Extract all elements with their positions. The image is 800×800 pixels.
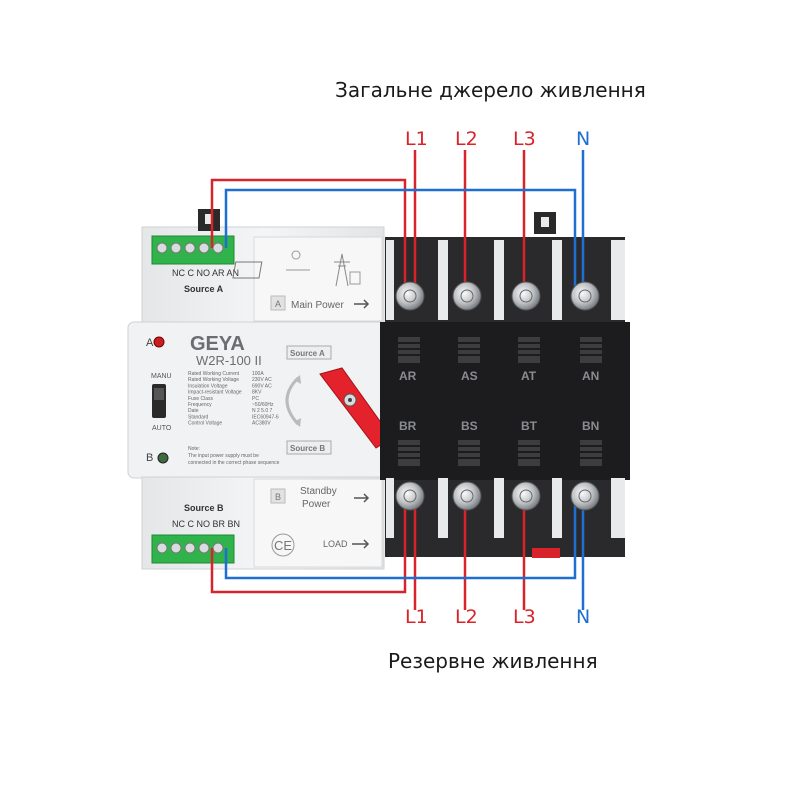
note-line-1: The input power supply must be xyxy=(188,453,259,459)
spec-value: 8KV xyxy=(252,390,262,396)
indicator-b-label: B xyxy=(146,452,153,464)
spec-value: 230V AC xyxy=(252,377,272,383)
wire-control-a-phase xyxy=(210,178,407,295)
spec-value: PC xyxy=(252,396,259,402)
spec-value: N 2 5.0 7 xyxy=(252,408,273,414)
load-label: LOAD xyxy=(323,539,348,549)
standby-letter: B xyxy=(275,492,281,502)
wire-control-a-neutral xyxy=(224,188,577,295)
control-housing xyxy=(127,226,387,570)
indicator-b-led xyxy=(157,452,169,464)
spec-name: Rated Working Current xyxy=(188,371,240,377)
terminal-a-pins: NC C NO AR AN xyxy=(172,268,239,278)
phase-label-bottom-l1: L1 xyxy=(405,606,428,628)
arrow-right-icon xyxy=(352,539,370,549)
spec-name: Frequency xyxy=(188,402,212,408)
spec-name: Control Voltage xyxy=(188,421,222,427)
terminal-screws-top xyxy=(395,281,600,311)
pole-label-br: BR xyxy=(399,419,417,433)
terminal-screws-bottom xyxy=(395,481,600,511)
arrow-right-icon xyxy=(354,299,370,309)
transfer-handle[interactable] xyxy=(319,367,393,449)
ce-mark-icon xyxy=(271,533,295,557)
standby-label-2: Power xyxy=(302,499,331,510)
spec-name: Insulation Voltage xyxy=(188,383,228,389)
phase-label-top-l1: L1 xyxy=(405,128,428,150)
standby-label-1: Standby xyxy=(300,486,337,497)
source-a-tag: Source A xyxy=(290,349,325,358)
spec-value: ~50/60Hz xyxy=(252,402,274,408)
wire-control-b-phase xyxy=(210,495,407,594)
main-power-letter: A xyxy=(275,299,281,309)
main-power-label: Main Power xyxy=(291,300,344,311)
pole-label-as: AS xyxy=(461,369,478,383)
mode-manu-label: MANU xyxy=(151,373,172,380)
ce-mark: CE xyxy=(274,538,292,553)
arrow-right-icon xyxy=(354,493,370,503)
spec-value: IEC60947-6 xyxy=(252,414,279,420)
phase-label-top-n: N xyxy=(576,128,591,150)
pole-label-at: AT xyxy=(521,369,537,383)
phase-label-bottom-n: N xyxy=(576,606,591,628)
indicator-a-label: A xyxy=(146,337,154,349)
power-tower-icon xyxy=(334,253,361,287)
phase-label-bottom-l2: L2 xyxy=(455,606,478,628)
spec-name: Standard xyxy=(188,414,209,420)
spec-table: Rated Working Current 100A Rated Working V… xyxy=(188,371,279,427)
solar-panel-icon xyxy=(232,250,310,279)
phase-label-top-l2: L2 xyxy=(455,128,478,150)
wire-control-b-neutral xyxy=(224,495,577,580)
rotation-arc-icon xyxy=(285,376,300,426)
spec-value: AC380V xyxy=(252,421,271,427)
main-supply-caption: Загальне джерело живлення xyxy=(335,78,646,102)
spec-value: 690V AC xyxy=(252,383,272,389)
indicator-a-led xyxy=(153,336,165,348)
pole-label-bt: BT xyxy=(521,419,538,433)
spec-name: Fuse Class xyxy=(188,396,214,402)
spec-value: 100A xyxy=(252,371,264,377)
source-b-tag: Source B xyxy=(290,444,325,453)
terminal-block-b xyxy=(151,534,235,564)
note-line-2: connected in the correct phase sequence xyxy=(188,460,280,466)
brand-logo: GEYA xyxy=(190,333,245,355)
note-title: Note: xyxy=(188,446,200,452)
model-number: W2R-100 II xyxy=(196,353,262,368)
backup-supply-caption: Резервне живлення xyxy=(388,649,598,673)
terminal-a-label: Source A xyxy=(184,284,224,294)
pole-label-ar: AR xyxy=(399,369,417,383)
wiring xyxy=(210,150,585,610)
pole-label-bs: BS xyxy=(461,419,478,433)
spec-name: Impact-resistant Voltage xyxy=(188,390,242,396)
terminal-b-label: Source B xyxy=(184,503,224,513)
terminal-block-a xyxy=(151,235,235,265)
spec-name: Rated Working Voltage xyxy=(188,377,239,383)
phase-label-bottom-l3: L3 xyxy=(513,606,536,628)
phase-label-top-l3: L3 xyxy=(513,128,536,150)
terminal-b-pins: NC C NO BR BN xyxy=(172,519,240,529)
pole-label-bn: BN xyxy=(582,419,599,433)
pole-label-an: AN xyxy=(582,369,599,383)
spec-name: Date xyxy=(188,408,199,414)
mode-auto-label: AUTO xyxy=(152,425,172,432)
